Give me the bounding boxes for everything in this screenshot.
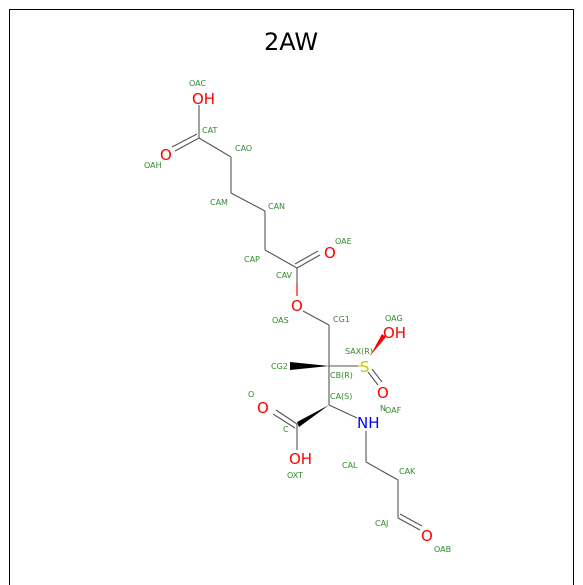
- atom-labels: OAC CAT OAH CAO CAM CAN OAE CAP CAV OAS …: [144, 79, 451, 554]
- hetero-bonds: [296, 283, 362, 367]
- bond-cav-oae-a: [296, 254, 321, 269]
- label-ca: CA(S): [330, 392, 352, 401]
- atom-o-oah: O: [160, 146, 172, 164]
- atom-o-oab: O: [421, 527, 433, 545]
- label-o: O: [248, 390, 254, 399]
- label-cb: CB(R): [330, 371, 353, 380]
- atom-o-carboxyl: O: [257, 399, 269, 417]
- label-cg2: CG2: [271, 362, 288, 371]
- label-cg1: CG1: [333, 315, 350, 324]
- atom-o-oas: O: [291, 297, 303, 315]
- label-n: N: [380, 404, 386, 413]
- atom-symbols: OH O O O OH S O O OH NH O: [160, 90, 433, 545]
- bonds: [171, 105, 423, 531]
- bond-c-o-b: [272, 413, 296, 429]
- wedge-sax-oag: [370, 334, 386, 356]
- bond-sax-oaf-b: [371, 368, 383, 383]
- label-cat: CAT: [202, 126, 217, 135]
- atom-oh-top: OH: [192, 90, 215, 108]
- label-cap: CAP: [244, 255, 260, 264]
- bond-cap-cav: [264, 249, 298, 269]
- label-sax: SAX(R): [345, 347, 373, 356]
- label-caj: CAJ: [375, 519, 388, 528]
- bond-cal-cak: [365, 461, 399, 481]
- label-oaf: OAF: [385, 406, 402, 415]
- atom-oh-carboxyl: OH: [289, 450, 312, 468]
- label-cal: CAL: [342, 461, 358, 470]
- atom-s: S: [360, 358, 370, 376]
- label-oag: OAG: [385, 314, 403, 323]
- bond-cat-oah-a: [174, 137, 200, 152]
- label-oah: OAH: [144, 161, 162, 170]
- bond-cav-oae-b: [294, 250, 319, 265]
- wedge-cb-cg2: [290, 362, 329, 370]
- diagram-title: 2AW: [264, 28, 318, 56]
- atom-o-oaf: O: [377, 384, 389, 402]
- bond-caj-oab-a: [397, 517, 421, 531]
- label-cav: CAV: [276, 271, 293, 280]
- label-can: CAN: [268, 202, 285, 211]
- label-oxt: OXT: [287, 471, 303, 480]
- diagram-frame: [9, 9, 574, 585]
- bond-oas-cg1: [302, 310, 330, 326]
- bond-sax-oaf-a: [367, 371, 379, 386]
- atom-oh-s: OH: [383, 324, 406, 342]
- atom-nh: NH: [357, 414, 380, 432]
- label-oac: OAC: [189, 79, 206, 88]
- label-cam: CAM: [210, 198, 228, 207]
- label-c: C: [283, 425, 289, 434]
- bond-ca-n: [328, 404, 358, 419]
- bond-cat-cao: [198, 137, 232, 158]
- bond-c-o-a: [275, 409, 298, 425]
- label-cao: CAO: [235, 144, 252, 153]
- wedge-ca-c: [297, 405, 329, 427]
- bond-cat-oah-b: [171, 133, 198, 148]
- bond-caj-oab-b: [399, 513, 423, 527]
- atom-o-oae: O: [324, 244, 336, 262]
- label-oas: OAS: [272, 316, 289, 325]
- label-oab: OAB: [434, 545, 451, 554]
- bond-cam-can: [230, 192, 266, 212]
- label-oae: OAE: [335, 237, 352, 246]
- label-cak: CAK: [399, 467, 416, 476]
